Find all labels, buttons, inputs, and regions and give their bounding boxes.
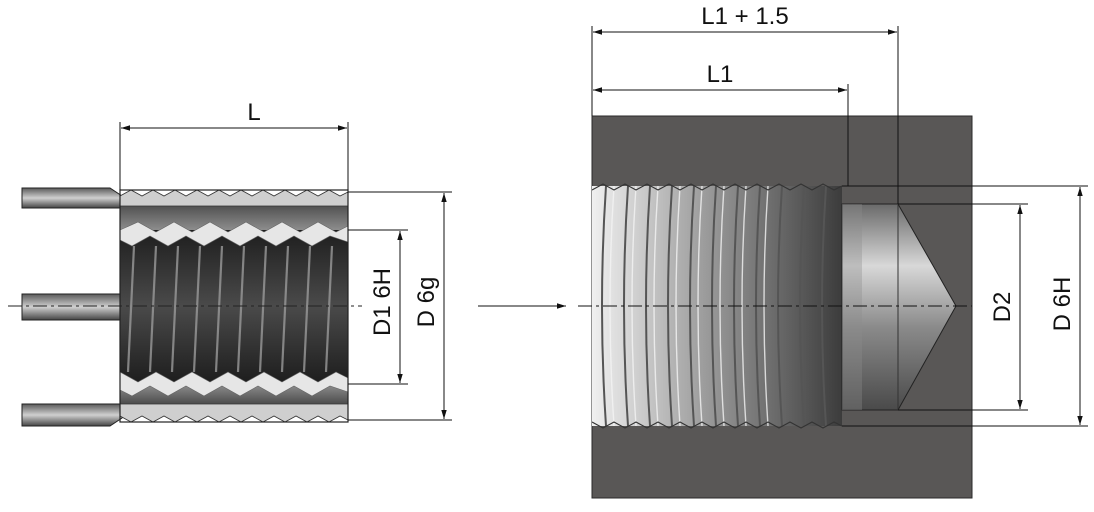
label-d-6h: D 6H [1049,277,1076,332]
dimension-l: L [119,99,349,190]
label-l: L [247,99,260,126]
insert-outer-thread-bottom [119,403,349,423]
insert-bore-ridges [126,245,334,373]
dimension-l1: L1 [593,61,849,186]
insert-key-middle [21,293,123,321]
label-l1: L1 [707,61,734,88]
thread-insert [21,187,349,427]
dimension-d2: D2 [898,203,1028,411]
label-d1-6h: D1 6H [369,268,396,336]
drill-hole [841,203,957,411]
insert-outer-thread-top [119,189,349,207]
dimension-d-6g: D 6g [348,191,452,421]
label-l1-plus: L1 + 1.5 [701,3,788,30]
dimension-l1-plus: L1 + 1.5 [591,3,899,204]
dimension-d1-6h: D1 6H [348,229,408,385]
insert-key-bottom [21,403,123,427]
label-d-6g: D 6g [413,277,440,328]
label-d2: D2 [989,292,1016,323]
dimension-d-6h: D 6H [842,185,1088,427]
tapped-hole [591,183,957,429]
insert-key-top [21,187,123,209]
